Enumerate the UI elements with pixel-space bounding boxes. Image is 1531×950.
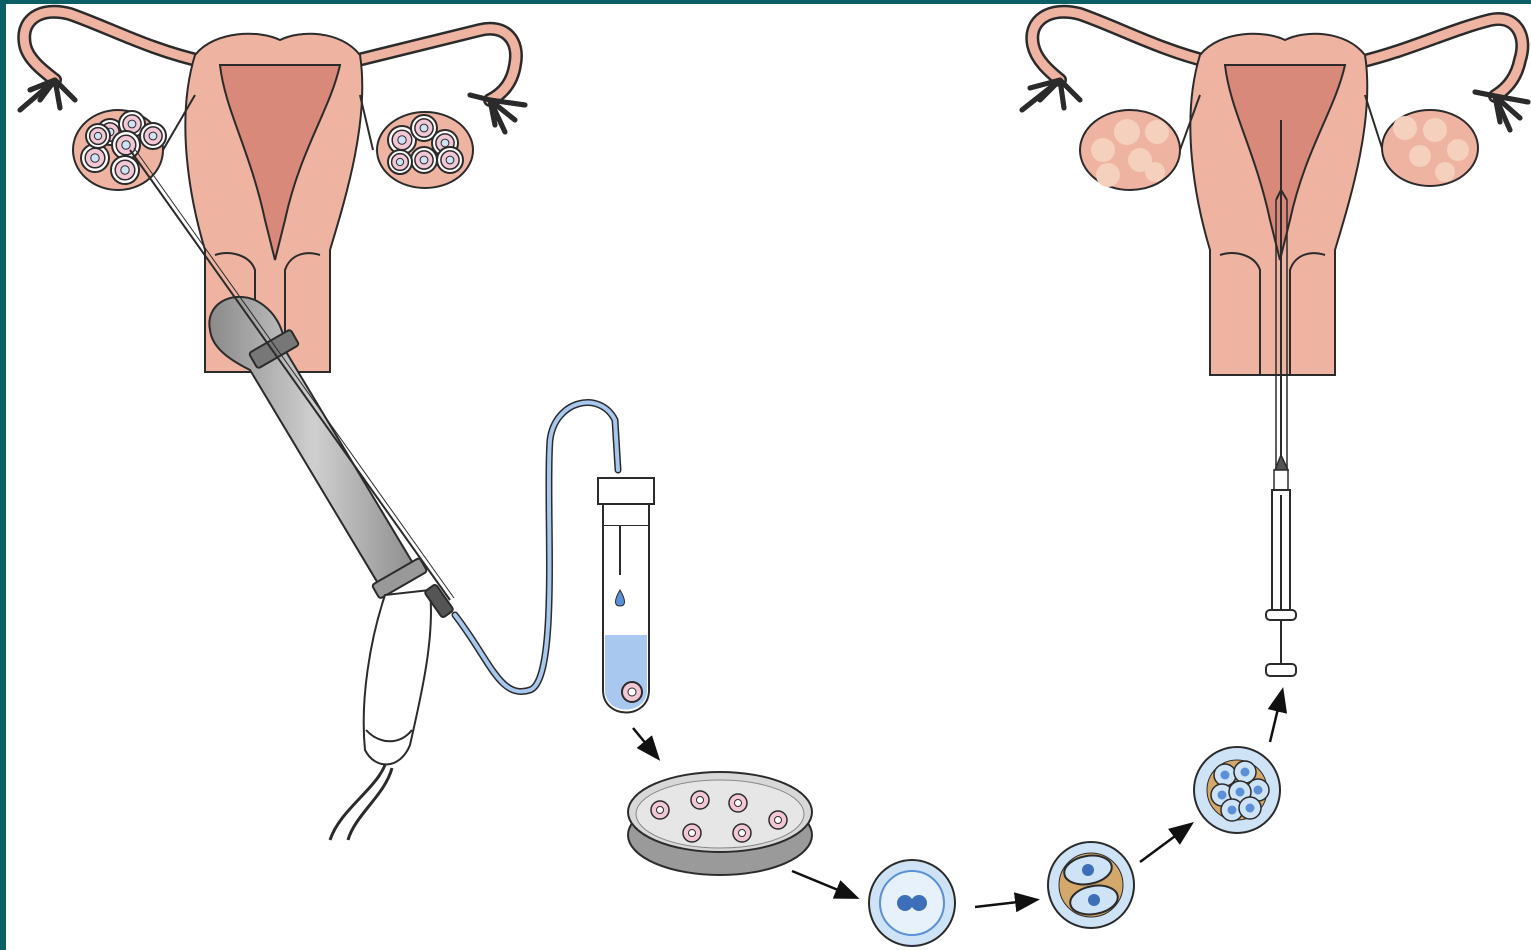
- ovary-spot: [1096, 163, 1120, 187]
- dish-oocyte: [769, 811, 787, 829]
- diagram-canvas: [6, 4, 1531, 950]
- follicle: [388, 150, 412, 174]
- ovary-spot: [1435, 162, 1455, 182]
- left-fimbria-right: [470, 95, 525, 132]
- dish-oocyte: [683, 824, 701, 842]
- follicle: [140, 123, 166, 149]
- morula-icon: [1194, 747, 1280, 833]
- ovary-spot: [1393, 116, 1417, 140]
- follicle: [86, 124, 110, 148]
- morula-cell: [1239, 797, 1261, 819]
- follicle: [437, 147, 463, 173]
- dish-oocyte: [729, 794, 747, 812]
- left-fimbria-left: [20, 80, 75, 110]
- two-cell-embryo-icon: [1048, 842, 1134, 928]
- follicle: [411, 147, 437, 173]
- ivf-diagram: [6, 4, 1531, 950]
- follicle: [112, 131, 140, 159]
- ultrasound-probe-icon: [209, 297, 431, 840]
- left-fallopian-tube-left: [24, 12, 205, 80]
- right-uterus-icon: [1022, 12, 1528, 375]
- collection-tube-icon: [598, 478, 654, 713]
- morula-cell: [1214, 764, 1236, 786]
- petri-dish-icon: [628, 772, 812, 875]
- fallopian-tube-fill: [1032, 12, 1210, 80]
- right-panel-ovary-right: [1382, 110, 1478, 186]
- arrow-morula-to-syringe: [1270, 692, 1282, 742]
- ovary-spot: [1091, 138, 1115, 162]
- ovary-spot: [1114, 119, 1140, 145]
- ovary-spot: [1447, 139, 1469, 161]
- dish-oocyte: [691, 791, 709, 809]
- syringe-icon: [1266, 455, 1296, 676]
- ovary-spot: [1145, 162, 1165, 182]
- ovary-spot: [1423, 118, 1447, 142]
- arrow-tube-to-dish: [633, 728, 657, 757]
- zygote-icon: [869, 860, 955, 946]
- dish-oocyte: [651, 801, 669, 819]
- left-ovary-follicles-icon: [73, 110, 166, 190]
- right-panel-ovary-left: [1080, 110, 1180, 190]
- ovary-spot: [1409, 145, 1431, 167]
- arrow-two-cell-to-morula: [1140, 825, 1190, 862]
- ovary-spot: [1145, 120, 1169, 144]
- arrow-zygote-to-two-cell: [975, 900, 1035, 907]
- right-ovary-follicles-icon: [377, 112, 473, 188]
- follicle: [111, 156, 139, 184]
- fallopian-tube-fill: [350, 29, 516, 100]
- dish-oocyte: [733, 824, 751, 842]
- arrow-dish-to-zygote: [792, 871, 855, 897]
